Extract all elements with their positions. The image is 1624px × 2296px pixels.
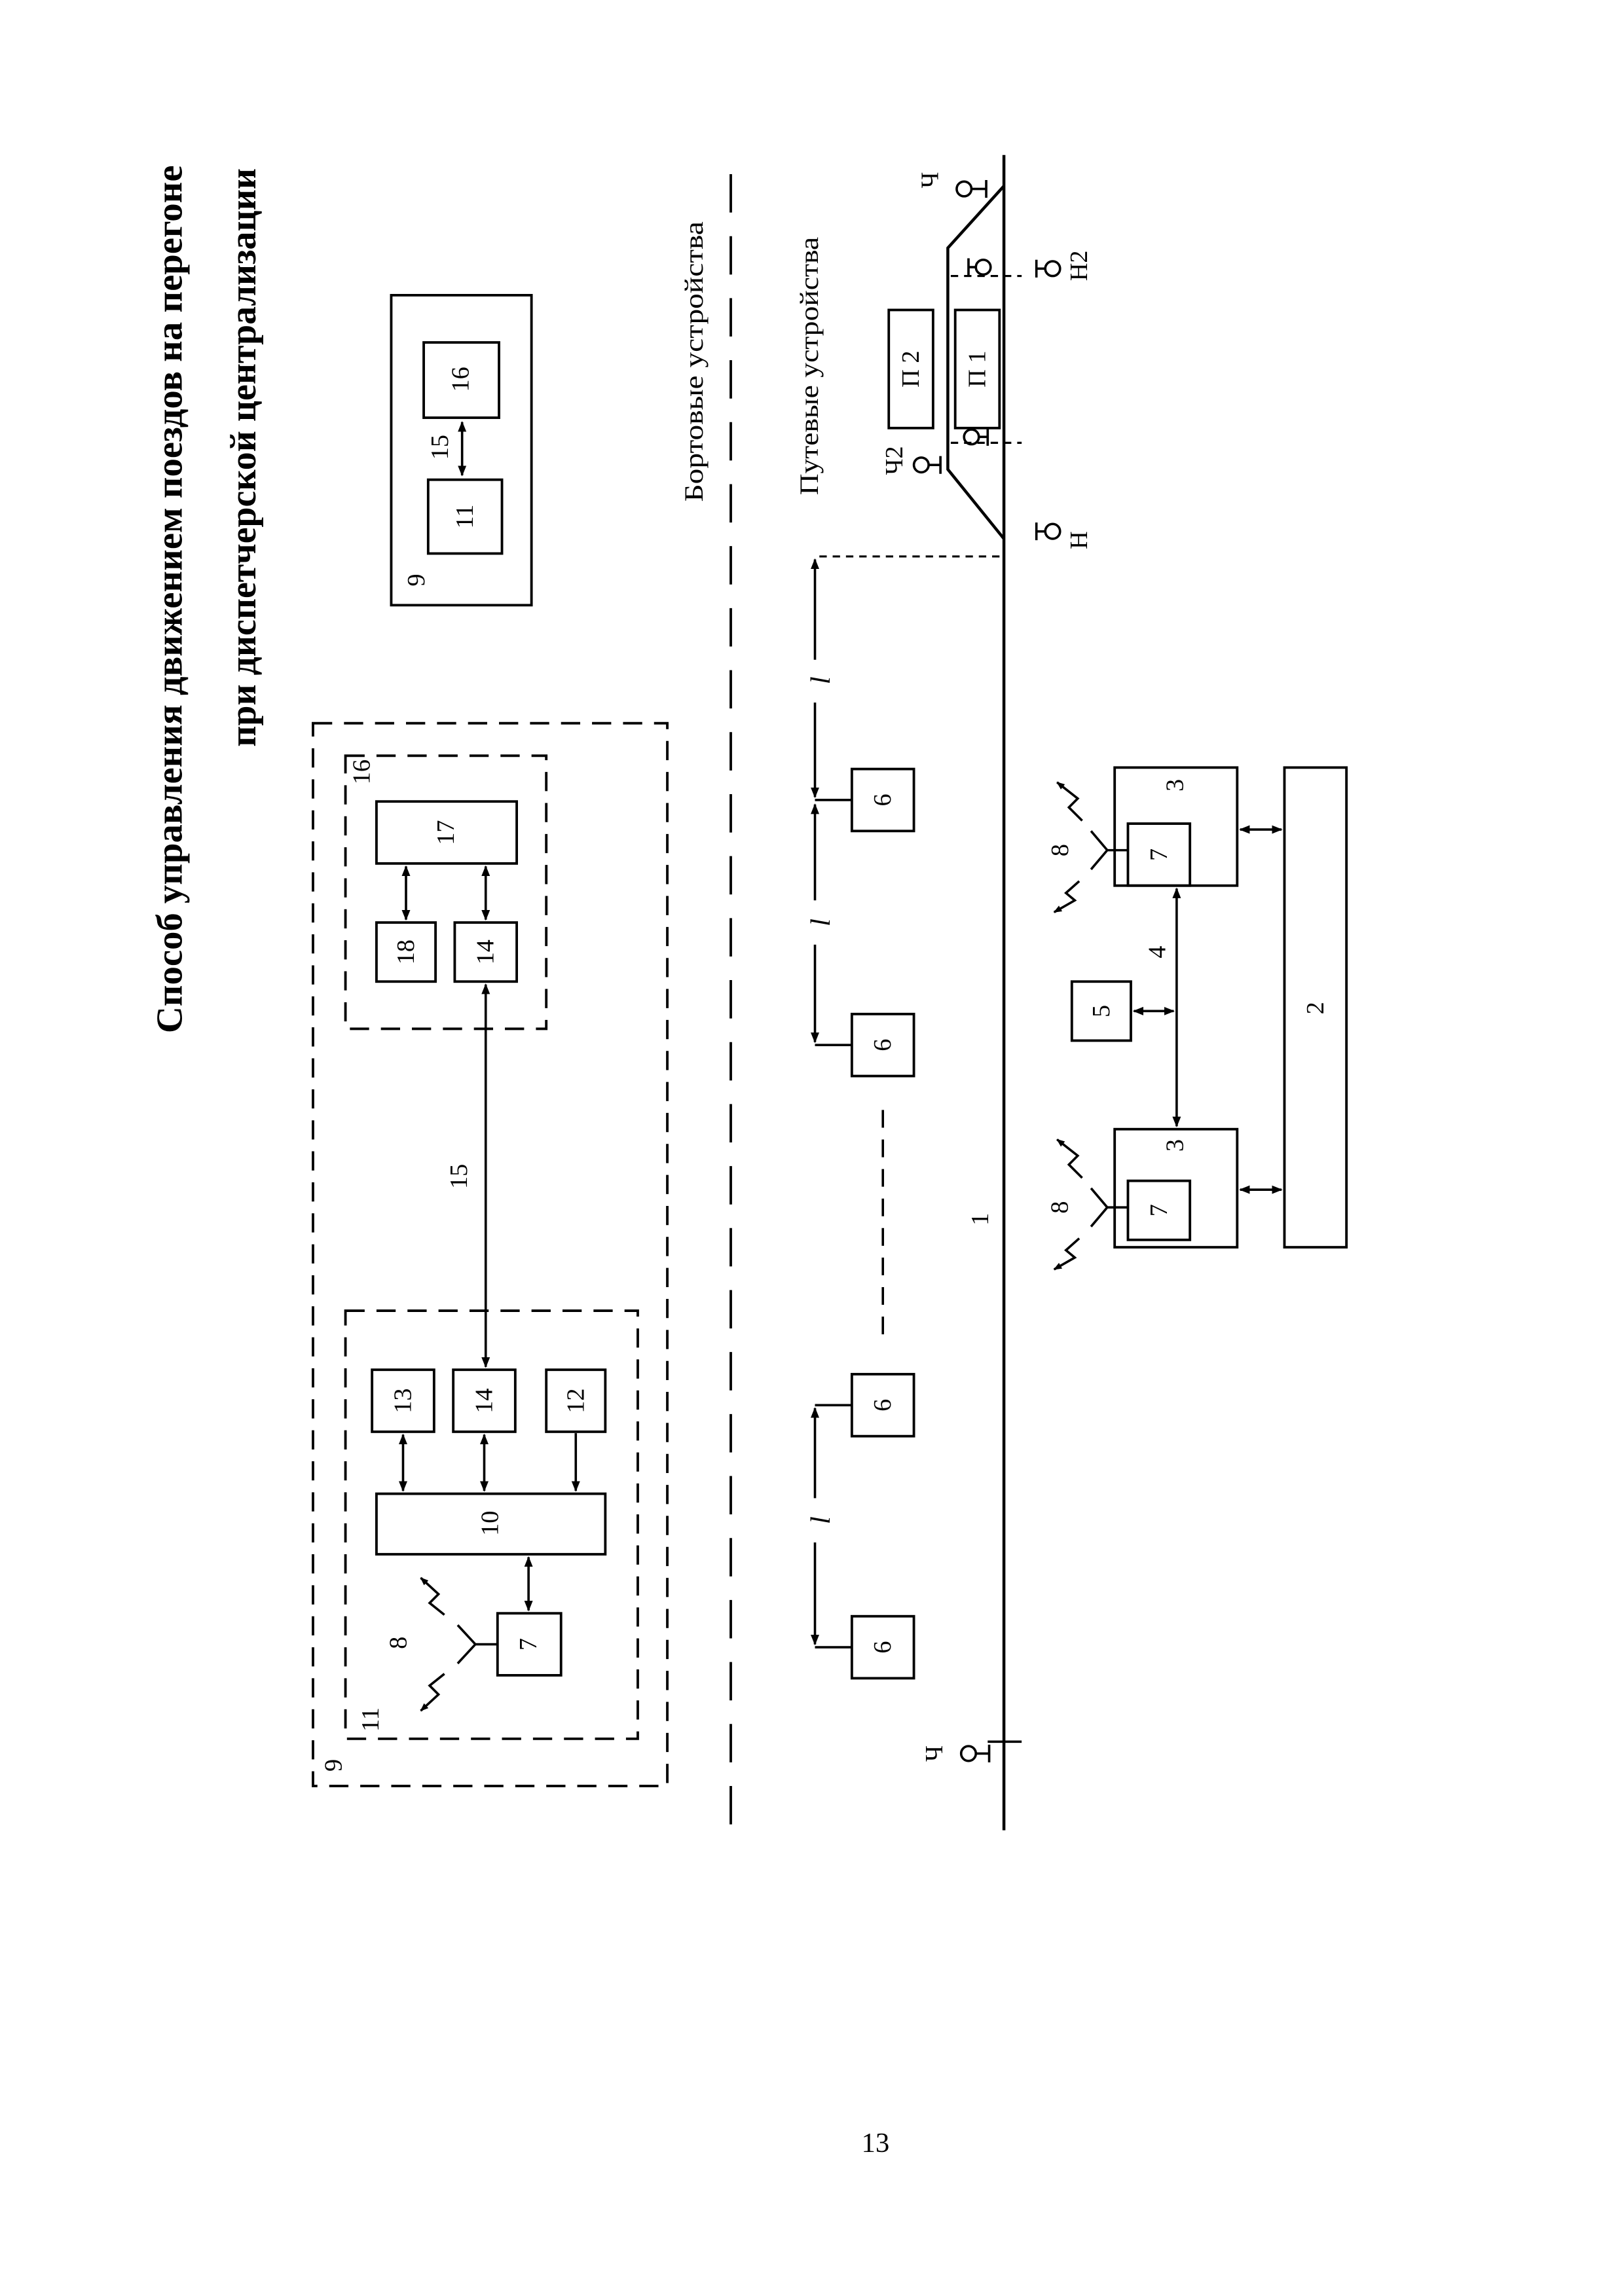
signal-icon (1035, 522, 1061, 541)
title-line-2: при диспетчерской централизации (223, 168, 264, 747)
track-p1-label: П 1 (964, 350, 991, 387)
block-14-dispatch (453, 921, 519, 983)
link-15-label: 15 (445, 1164, 473, 1189)
signal-icon (959, 1744, 991, 1762)
title-block: Способ управления движением поездов на п… (149, 166, 264, 1034)
wayside-controller-label: 3 (1162, 779, 1189, 792)
wayside-antenna-label: 8 (1046, 844, 1074, 856)
page-number: 13 (862, 2128, 890, 2159)
wayside-antenna-label: 8 (1046, 1201, 1074, 1214)
onboard-unit: 9 16 17 18 14 15 11 13 14 12 10 (312, 721, 669, 1787)
onboard-unit-label: 9 (320, 1759, 348, 1772)
overview-unit: 9 11 16 15 (390, 293, 533, 607)
network-link-label: 4 (1144, 946, 1172, 958)
block-14-onboard-label: 14 (470, 1388, 498, 1413)
overview-onboard-module-label: 11 (451, 505, 479, 529)
balise (850, 767, 915, 833)
main-track-label: 1 (967, 1213, 994, 1226)
track-section: 1 П 1 П 2 Ч Ч2 (805, 155, 1093, 1831)
overview-onboard-module (426, 478, 504, 555)
block-17-label: 17 (432, 820, 460, 845)
track-p2-label: П 2 (897, 350, 925, 387)
antenna-onboard-label: 8 (385, 1637, 413, 1649)
wayside-radio (1126, 822, 1192, 887)
wayside-radio (1126, 1179, 1192, 1241)
block-12-label: 12 (562, 1388, 589, 1413)
balise (850, 1614, 915, 1680)
dispatch-center-block-2 (1283, 766, 1348, 1249)
dispatch-module-label: 16 (348, 759, 375, 784)
wayside-controller (1113, 1127, 1239, 1249)
overview-unit-label: 9 (403, 574, 430, 586)
overview-dispatch-module-label: 16 (447, 367, 474, 392)
wayside-equipment: 3 7 8 3 7 8 4 5 (1046, 766, 1348, 1271)
block-10-controller (375, 1492, 607, 1556)
signal-ch-top-label: Ч (916, 172, 944, 189)
onboard-unit-frame (312, 721, 669, 1787)
overview-link-label: 15 (426, 435, 454, 460)
block-12 (545, 1368, 607, 1433)
dispatch-center-label: 2 (1302, 1002, 1329, 1014)
signal-n2-label: Н2 (1065, 250, 1093, 281)
signal-ch2-label: Ч2 (881, 446, 908, 475)
dispatch-module-frame (344, 754, 548, 1030)
overview-dispatch-module (422, 341, 500, 419)
zone-onboard-label: Бортовые устройства (679, 221, 709, 501)
track-p2 (887, 308, 934, 429)
antenna-icon (1053, 1139, 1128, 1271)
block-14-dispatch-label: 14 (472, 939, 500, 964)
wayside-radio-label: 7 (1145, 848, 1173, 861)
block-17 (375, 800, 519, 865)
signal-icon (963, 428, 989, 446)
balise-label: 6 (869, 1641, 896, 1653)
balise-label: 6 (869, 1399, 896, 1412)
balise (850, 1373, 915, 1438)
block-14-onboard (452, 1368, 517, 1433)
antenna-icon (420, 1576, 498, 1712)
balise-label: 6 (869, 1039, 896, 1051)
signal-icon (1035, 259, 1061, 278)
track-p1 (953, 308, 1001, 429)
signal-ch-bottom-label: Ч (921, 1745, 948, 1762)
zone-wayside-label: Путевые устройства (794, 237, 824, 496)
title-line-1: Способ управления движением поездов на п… (149, 166, 190, 1034)
siding-track (946, 185, 1005, 540)
wayside-radio-label: 7 (1145, 1204, 1173, 1216)
onboard-module-label: 11 (357, 1707, 384, 1732)
block-13 (371, 1368, 435, 1433)
spacing-label: l (805, 1516, 836, 1524)
signal-n-label: Н (1065, 531, 1093, 549)
hub-block-label: 5 (1088, 1005, 1115, 1017)
signal-icon (912, 456, 942, 474)
block-18-label: 18 (392, 939, 420, 964)
antenna-icon (1053, 781, 1128, 913)
balise-label: 6 (869, 793, 896, 806)
onboard-module-frame (344, 1309, 639, 1740)
wayside-controller-label: 3 (1162, 1139, 1189, 1152)
hub-block-5 (1070, 980, 1132, 1042)
overview-unit-frame (390, 293, 533, 607)
block-10-label: 10 (477, 1511, 504, 1536)
spacing-label: l (805, 676, 836, 684)
balise (850, 1012, 915, 1078)
signal-icon (955, 180, 987, 198)
spacing-label: l (805, 919, 836, 926)
signal-icon (967, 258, 992, 276)
block-13-label: 13 (389, 1388, 416, 1413)
block-18 (375, 921, 437, 983)
block-7-onboard-label: 7 (515, 1638, 542, 1650)
